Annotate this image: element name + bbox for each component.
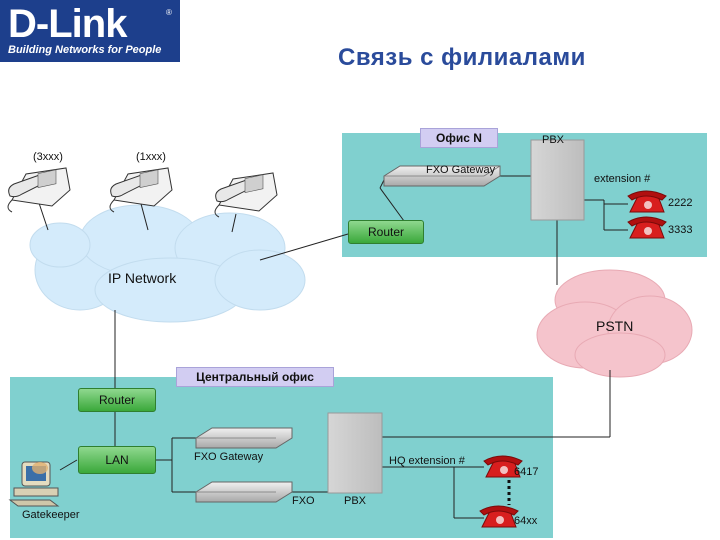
ip-network-label: IP Network [108, 270, 177, 286]
branch-fxo-gateway-label: FXO Gateway [426, 164, 496, 176]
branch-office-tag: Офис N [420, 128, 498, 148]
pstn-cloud [536, 269, 693, 378]
d-link-logo: D-Link ® Building Networks for People [0, 0, 180, 62]
ip-phone-3 [214, 172, 278, 218]
branch-router: Router [348, 220, 424, 244]
central-router: Router [78, 388, 156, 412]
central-fxo-gateway-device-bottom [195, 481, 293, 503]
branch-fxo-gateway-device [383, 165, 501, 187]
connection-lines [37, 175, 628, 519]
gatekeeper-computer-icon [8, 461, 60, 507]
branch-extension-label: extension # [594, 173, 651, 185]
fxo-label: FXO [292, 495, 315, 507]
central-fxo-gateway-device-top [195, 427, 293, 449]
phone-1xxx-label: (1xxx) [136, 151, 166, 163]
central-office-tag: Центральный офис [176, 367, 334, 387]
gatekeeper-label: Gatekeeper [22, 509, 80, 521]
branch-pbx-label: PBX [542, 134, 565, 146]
ip-network-cloud [29, 204, 306, 323]
central-pbx-box [327, 412, 383, 494]
branch-ext-2222-label: 2222 [668, 197, 693, 209]
ext-64xx-label: 64xx [514, 515, 538, 527]
logo-registered-mark: ® [166, 8, 172, 17]
branch-ext-3333-label: 3333 [668, 224, 693, 236]
central-pbx-label: PBX [344, 495, 367, 507]
page-title: Связь с филиалами [338, 44, 586, 71]
ip-phone-3xxx [7, 167, 71, 213]
logo-name: D-Link [8, 2, 127, 46]
hq-extension-label: HQ extension # [389, 455, 465, 467]
branch-pbx-box [530, 139, 585, 221]
phone-3xxx-label: (3xxx) [33, 151, 63, 163]
logo-tagline: Building Networks for People [8, 44, 162, 56]
pstn-label: PSTN [596, 318, 634, 334]
ext-6417-label: 6417 [514, 466, 539, 478]
central-fxo-gateway-label: FXO Gateway [194, 451, 264, 463]
central-lan: LAN [78, 446, 156, 474]
